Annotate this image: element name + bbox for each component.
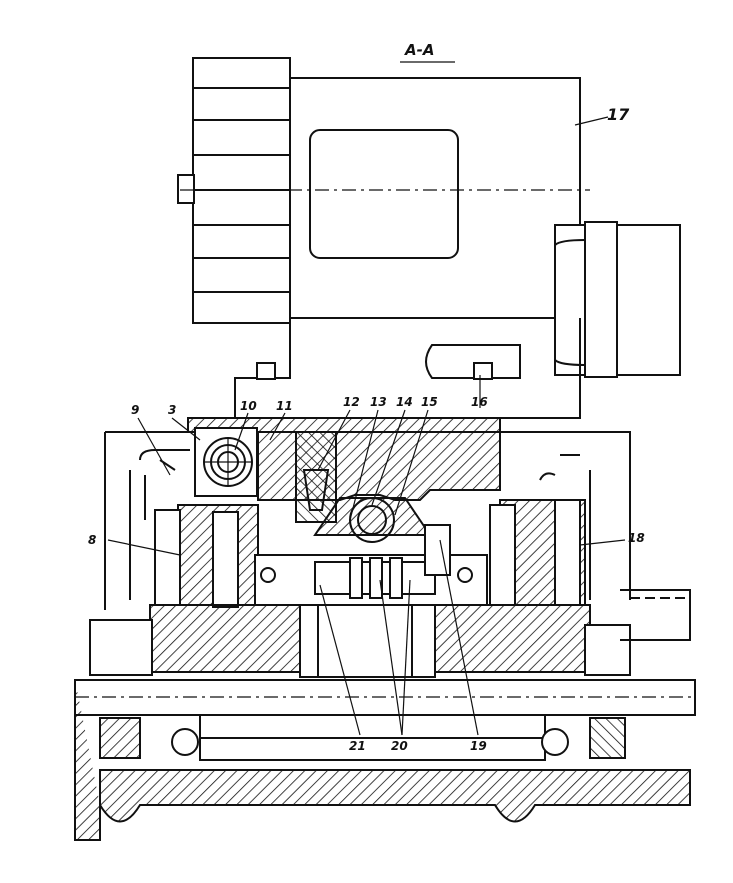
- callout-9: 9: [131, 403, 139, 417]
- left-gear-bearing: [194, 427, 258, 497]
- section-title: A-A: [404, 41, 434, 59]
- callout-16: 16: [471, 395, 488, 409]
- motor-housing: [180, 77, 681, 378]
- outer-casting: [74, 589, 691, 841]
- left-housing: [129, 449, 259, 608]
- callout-19: 19: [470, 739, 487, 753]
- callout-18: 18: [628, 531, 645, 545]
- main-shaft: [74, 679, 696, 761]
- callout-20: 20: [391, 739, 408, 753]
- cross-shaft: [254, 524, 488, 606]
- callout-13: 13: [370, 395, 387, 409]
- worm-shaft: [313, 497, 432, 543]
- right-housing: [489, 454, 591, 606]
- leader-lines: [107, 116, 626, 736]
- callout-8: 8: [88, 533, 96, 547]
- callout-14: 14: [396, 395, 413, 409]
- callout-12: 12: [343, 395, 360, 409]
- base-casting: [89, 604, 631, 678]
- callout-3: 3: [168, 403, 176, 417]
- callout-10: 10: [240, 399, 257, 413]
- callout-11: 11: [276, 399, 293, 413]
- callout-15: 15: [421, 395, 438, 409]
- callout-21: 21: [349, 739, 366, 753]
- motor-foot: [234, 318, 581, 419]
- callout-17: 17: [607, 105, 630, 124]
